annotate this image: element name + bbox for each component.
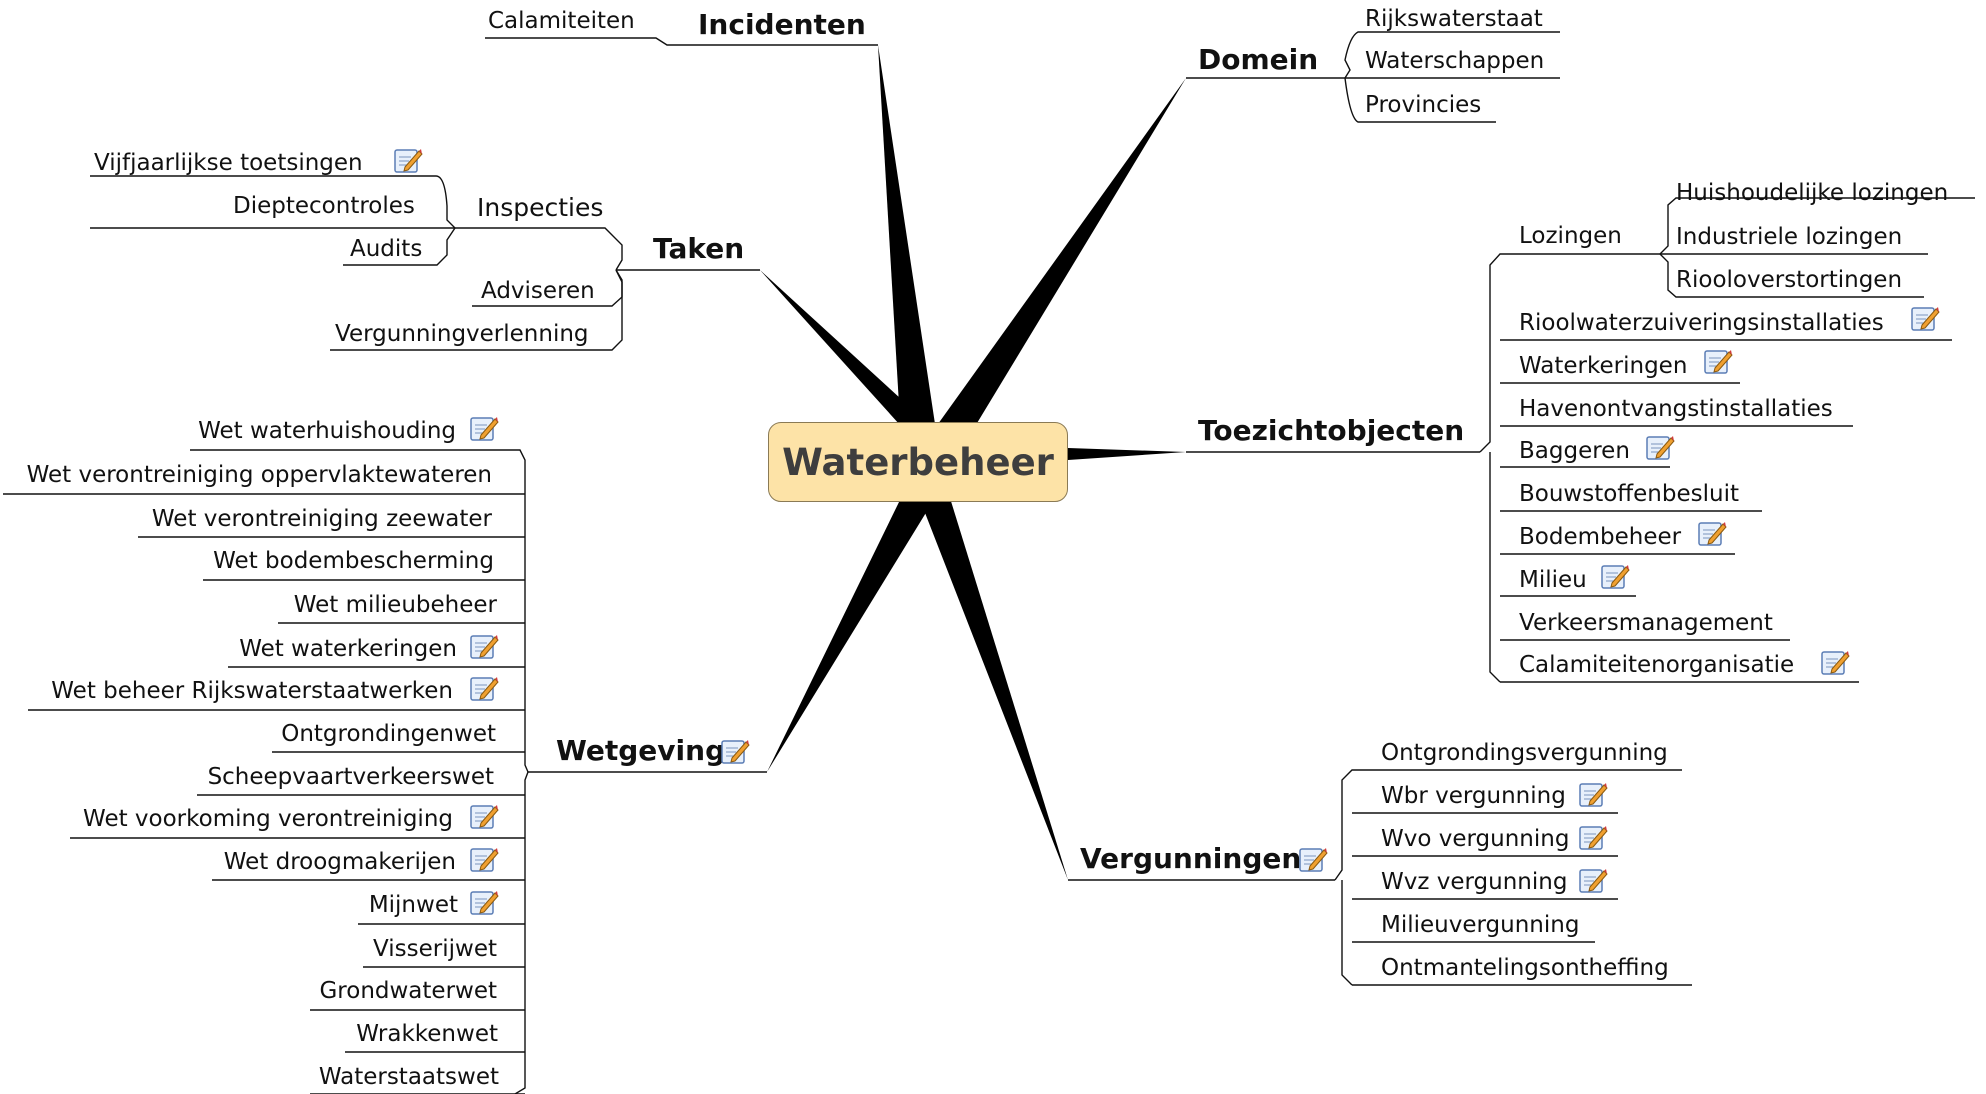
note-pencil-icon[interactable] [1600, 562, 1630, 592]
leaf-wvz-vergunning[interactable]: Wvz vergunning [1381, 869, 1568, 895]
law-wet-waterhuishouding[interactable]: Wet waterhuishouding [198, 418, 456, 444]
leaf-waterschappen[interactable]: Waterschappen [1365, 48, 1545, 74]
leaf-provincies[interactable]: Provincies [1365, 92, 1482, 118]
note-pencil-icon[interactable] [469, 674, 499, 704]
law-mijnwet[interactable]: Mijnwet [368, 892, 458, 918]
note-pencil-icon[interactable] [1910, 304, 1940, 334]
note-pencil-icon[interactable] [469, 845, 499, 875]
law-wet-bodembescherming[interactable]: Wet bodembescherming [213, 548, 494, 574]
subtopic-inspecties[interactable]: Inspecties [477, 193, 604, 222]
law-waterstaatswet[interactable]: Waterstaatswet [318, 1064, 499, 1090]
law-scheepvaartverkeerswet[interactable]: Scheepvaartverkeerswet [207, 764, 494, 790]
law-wet-verontreiniging-zeewater[interactable]: Wet verontreiniging zeewater [151, 506, 492, 532]
leaf-havenontvangstinstallaties[interactable]: Havenontvangstinstallaties [1519, 396, 1833, 422]
leaf-rijkswaterstaat[interactable]: Rijkswaterstaat [1365, 6, 1543, 32]
note-pencil-icon[interactable] [469, 414, 499, 444]
branch-domein[interactable]: Domein [1198, 43, 1319, 76]
law-wet-voorkoming-verontreiniging[interactable]: Wet voorkoming verontreiniging [83, 806, 453, 832]
leaf-huishoudelijke-lozingen[interactable]: Huishoudelijke lozingen [1676, 180, 1949, 206]
leaf-vijfjaarlijkse-toetsingen[interactable]: Vijfjaarlijkse toetsingen [94, 150, 363, 176]
leaf-ontmantelingsontheffing[interactable]: Ontmantelingsontheffing [1381, 955, 1669, 981]
law-wet-verontreiniging-oppervlaktewateren[interactable]: Wet verontreiniging oppervlaktewateren [26, 462, 492, 488]
branch-vergunningen[interactable]: Vergunningen [1080, 842, 1302, 875]
law-wrakkenwet[interactable]: Wrakkenwet [356, 1021, 498, 1047]
leaf-waterkeringen[interactable]: Waterkeringen [1519, 353, 1688, 379]
note-pencil-icon[interactable] [1820, 648, 1850, 678]
note-pencil-icon[interactable] [720, 737, 750, 767]
note-pencil-icon[interactable] [1703, 347, 1733, 377]
leaf-baggeren[interactable]: Baggeren [1519, 438, 1630, 464]
note-pencil-icon[interactable] [393, 146, 423, 176]
law-wet-waterkeringen[interactable]: Wet waterkeringen [239, 636, 457, 662]
note-pencil-icon[interactable] [469, 632, 499, 662]
leaf-bouwstoffenbesluit[interactable]: Bouwstoffenbesluit [1519, 481, 1739, 507]
leaf-audits[interactable]: Audits [350, 236, 423, 262]
law-visserijwet[interactable]: Visserijwet [373, 936, 497, 962]
leaf-riooloverstortingen[interactable]: Riooloverstortingen [1676, 267, 1903, 293]
branch-taken[interactable]: Taken [653, 232, 745, 265]
leaf-milieu[interactable]: Milieu [1519, 567, 1587, 593]
leaf-vergunningverlenning[interactable]: Vergunningverlenning [335, 321, 589, 347]
leaf-dieptecontroles[interactable]: Dieptecontroles [233, 193, 415, 219]
leaf-milieuvergunning[interactable]: Milieuvergunning [1381, 912, 1580, 938]
note-pencil-icon[interactable] [1578, 866, 1608, 896]
leaf-rioolwaterzuiveringsinstallaties[interactable]: Rioolwaterzuiveringsinstallaties [1519, 310, 1884, 336]
law-wet-droogmakerijen[interactable]: Wet droogmakerijen [223, 849, 456, 875]
central-topic[interactable]: Waterbeheer [768, 422, 1068, 502]
branch-incidenten[interactable]: Incidenten [698, 8, 866, 41]
leaf-calamiteitenorganisatie[interactable]: Calamiteitenorganisatie [1519, 652, 1795, 678]
note-pencil-icon[interactable] [1578, 823, 1608, 853]
leaf-ontgrondingsvergunning[interactable]: Ontgrondingsvergunning [1381, 740, 1668, 766]
law-wet-milieubeheer[interactable]: Wet milieubeheer [293, 592, 497, 618]
leaf-wvo-vergunning[interactable]: Wvo vergunning [1381, 826, 1570, 852]
leaf-calamiteiten[interactable]: Calamiteiten [488, 8, 635, 34]
note-pencil-icon[interactable] [469, 888, 499, 918]
leaf-verkeersmanagement[interactable]: Verkeersmanagement [1519, 610, 1773, 636]
note-pencil-icon[interactable] [1578, 780, 1608, 810]
note-pencil-icon[interactable] [1697, 519, 1727, 549]
branch-toezichtobjecten[interactable]: Toezichtobjecten [1198, 414, 1465, 447]
leaf-adviseren[interactable]: Adviseren [481, 278, 595, 304]
law-ontgrondingenwet[interactable]: Ontgrondingenwet [281, 721, 496, 747]
note-pencil-icon[interactable] [469, 802, 499, 832]
law-grondwaterwet[interactable]: Grondwaterwet [319, 978, 497, 1004]
leaf-industriele-lozingen[interactable]: Industriele lozingen [1676, 224, 1903, 250]
note-pencil-icon[interactable] [1645, 433, 1675, 463]
law-wet-beheer-rijkswaterstaatwerken[interactable]: Wet beheer Rijkswaterstaatwerken [51, 678, 453, 704]
note-pencil-icon[interactable] [1298, 845, 1328, 875]
leaf-wbr-vergunning[interactable]: Wbr vergunning [1381, 783, 1566, 809]
subtopic-lozingen[interactable]: Lozingen [1519, 223, 1622, 249]
leaf-bodembeheer[interactable]: Bodembeheer [1519, 524, 1682, 550]
branch-wetgeving[interactable]: Wetgeving [556, 734, 726, 767]
